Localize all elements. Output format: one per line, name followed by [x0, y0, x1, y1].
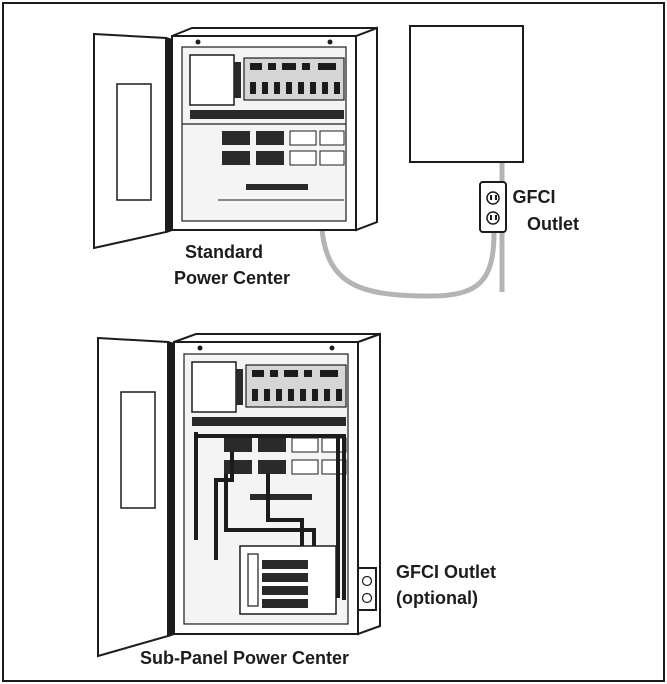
standard-label-line1: Standard	[185, 242, 263, 262]
screw-icon	[329, 345, 335, 351]
wall-junction-box	[409, 25, 524, 163]
power-supply-heatsink	[234, 62, 241, 98]
subpanel-bus-bar	[247, 553, 259, 607]
power-cable	[319, 229, 497, 299]
standard-power-center: Standard Power Center GFCI Outlet	[93, 25, 579, 299]
optional-gfci-outlet-icon	[357, 567, 377, 611]
breaker-bank	[222, 131, 284, 165]
power-supply-module	[191, 361, 237, 413]
cabinet-top	[173, 333, 381, 343]
control-board-components	[252, 370, 342, 401]
door-window	[120, 391, 156, 509]
gfci-outlet-icon	[479, 181, 507, 233]
relay-modules	[289, 130, 345, 166]
terminal-strip	[190, 110, 344, 119]
subpanel-label: Sub-Panel Power Center	[140, 648, 349, 668]
optional-gfci-label-line2: (optional)	[396, 588, 478, 608]
bottom-terminal-strip	[246, 184, 308, 190]
screw-icon	[195, 39, 201, 45]
gfci-label-line1: GFCI	[513, 187, 556, 207]
standard-label-line2: Power Center	[174, 268, 290, 288]
gfci-label-line2: Outlet	[527, 214, 579, 234]
power-supply-heatsink	[236, 369, 243, 405]
cabinet-top	[171, 27, 378, 37]
power-supply-module	[189, 54, 235, 106]
door-window	[116, 83, 152, 201]
screw-icon	[197, 345, 203, 351]
subpanel-power-center: GFCI Outlet (optional) Sub-Panel Power C…	[97, 332, 496, 668]
middle-terminal-strip	[250, 494, 312, 500]
terminal-strip	[192, 417, 346, 426]
optional-gfci-label-line1: GFCI Outlet	[396, 562, 496, 582]
subpanel-breakers	[262, 560, 308, 608]
control-board-components	[250, 63, 340, 94]
screw-icon	[327, 39, 333, 45]
cabinet-side	[355, 26, 378, 232]
